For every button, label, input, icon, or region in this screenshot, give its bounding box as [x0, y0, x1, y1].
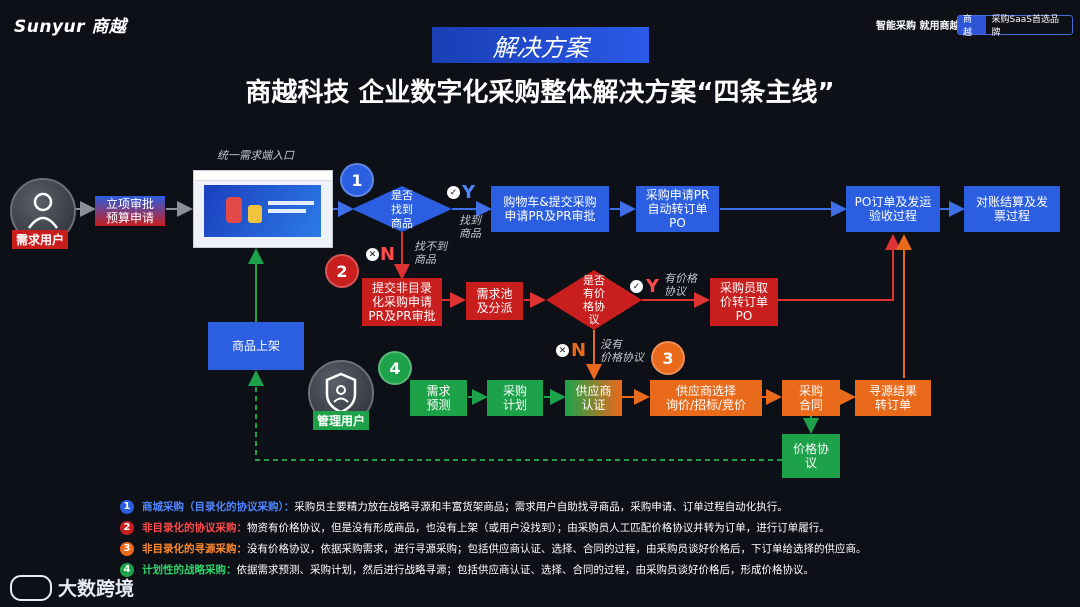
edge-price-listing: [248, 370, 782, 461]
node-sourcing-result: 寻源结果 转订单: [855, 380, 931, 416]
marker-1: 1: [340, 163, 374, 197]
legend-body: 依据需求预测、采购计划，然后进行战略寻源；包括供应商认证、选择、合同的过程，由采…: [236, 564, 815, 576]
yes-found: Y: [462, 182, 476, 203]
cross-icon: ✕: [366, 248, 379, 261]
legend-num: 2: [120, 520, 134, 535]
requester-label: 需求用户: [12, 230, 69, 249]
node-supplier-cert: 供应商 认证: [565, 380, 622, 416]
decision-found: [352, 186, 452, 232]
legend-head: 非目录化的寻源采购：: [142, 543, 247, 555]
slogan: 智能采购 就用商越: [876, 21, 960, 32]
legend-num: 3: [120, 541, 134, 556]
marker-4: 4: [378, 351, 412, 385]
no-found: N: [380, 244, 396, 265]
legend-head: 商城采购（目录化的协议采购）：: [142, 501, 295, 513]
edge-buyerpo-accept: [778, 234, 901, 301]
decision-agreement: [546, 270, 642, 330]
legend-item-1: 1 商城采购（目录化的协议采购）： 采购员主要精力放在战略寻源和丰富货架商品；需…: [120, 499, 1080, 514]
legend-num: 1: [120, 499, 134, 514]
node-price-agreement: 价格协 议: [782, 434, 840, 478]
legend-head: 非目录化的协议采购：: [142, 522, 247, 534]
node-forecast: 需求 预测: [410, 380, 467, 416]
node-listing: 商品上架: [208, 322, 304, 370]
legend-item-4: 4 计划性的战略采购： 依据需求预测、采购计划，然后进行战略寻源；包括供应商认证…: [120, 562, 1080, 577]
brand-tag: 商越 采购SaaS首选品牌: [957, 15, 1073, 38]
no-agreement: N: [571, 340, 587, 361]
legend-body: 物资有价格协议，但是没有形成商品，也没有上架（或用户没找到）；由采购员人工匹配价…: [247, 522, 830, 534]
marker-3: 3: [651, 341, 685, 375]
node-agreement-question: 是否 有价 格协 议: [583, 274, 605, 326]
legend-body: 采购员主要精力放在战略寻源和丰富货架商品；需求用户自助找寻商品，采购申请、订单过…: [294, 501, 788, 513]
node-found-question: 是否 找到 商品: [391, 189, 413, 230]
node-plan: 采购 计划: [487, 380, 543, 416]
legend-body: 没有价格协议，依据采购需求，进行寻源采购；包括供应商认证、选择、合同的过程，由采…: [247, 543, 867, 555]
marker-2: 2: [325, 254, 359, 288]
check-icon: ✓: [630, 280, 643, 293]
cross-icon: ✕: [556, 344, 569, 357]
yes-agreement: Y: [646, 276, 660, 297]
portal-screenshot: [193, 170, 333, 248]
label-has-agreement: 有价格 协议: [664, 272, 697, 298]
brand-tag-left: 商越: [958, 15, 986, 38]
person-icon: [27, 192, 59, 229]
check-icon: ✓: [447, 186, 460, 199]
label-no-agreement: 没有 价格协议: [600, 338, 644, 364]
brand-logo: Sunyur 商越: [14, 17, 127, 37]
legend-head: 计划性的战略采购：: [142, 564, 237, 576]
node-cart: 购物车&提交采购 申请PR及PR审批: [491, 186, 609, 232]
section-banner: 解决方案: [432, 27, 649, 63]
node-nonlist-pr: 提交非目录 化采购申请 PR及PR审批: [362, 278, 442, 326]
legend-num: 4: [120, 562, 134, 577]
node-po-accept: PO订单及发运 验收过程: [846, 186, 940, 232]
portal-caption: 统一需求端入口: [217, 149, 294, 162]
node-pool: 需求池 及分派: [466, 282, 523, 320]
node-approval: 立项审批 预算申请: [95, 196, 165, 226]
node-supplier-select: 供应商选择 询价/招标/竞价: [650, 380, 762, 416]
watermark: 大数跨境: [10, 574, 134, 601]
legend-item-2: 2 非目录化的协议采购： 物资有价格协议，但是没有形成商品，也没有上架（或用户没…: [120, 520, 1080, 535]
node-contract: 采购 合同: [782, 380, 840, 416]
label-found: 找到 商品: [459, 214, 481, 240]
manager-label: 管理用户: [313, 411, 370, 430]
node-settle: 对账结算及发 票过程: [964, 186, 1060, 232]
node-buyer-po: 采购员取 价转订单 PO: [710, 278, 778, 326]
node-auto-po: 采购申请PR 自动转订单 PO: [636, 186, 719, 232]
page-title: 商越科技 企业数字化采购整体解决方案“四条主线”: [245, 78, 835, 108]
label-not-found: 找不到 商品: [414, 240, 447, 266]
watermark-icon: [10, 574, 52, 601]
brand-tag-right: 采购SaaS首选品牌: [991, 15, 1060, 38]
legend-item-3: 3 非目录化的寻源采购： 没有价格协议，依据采购需求，进行寻源采购；包括供应商认…: [120, 541, 1080, 556]
